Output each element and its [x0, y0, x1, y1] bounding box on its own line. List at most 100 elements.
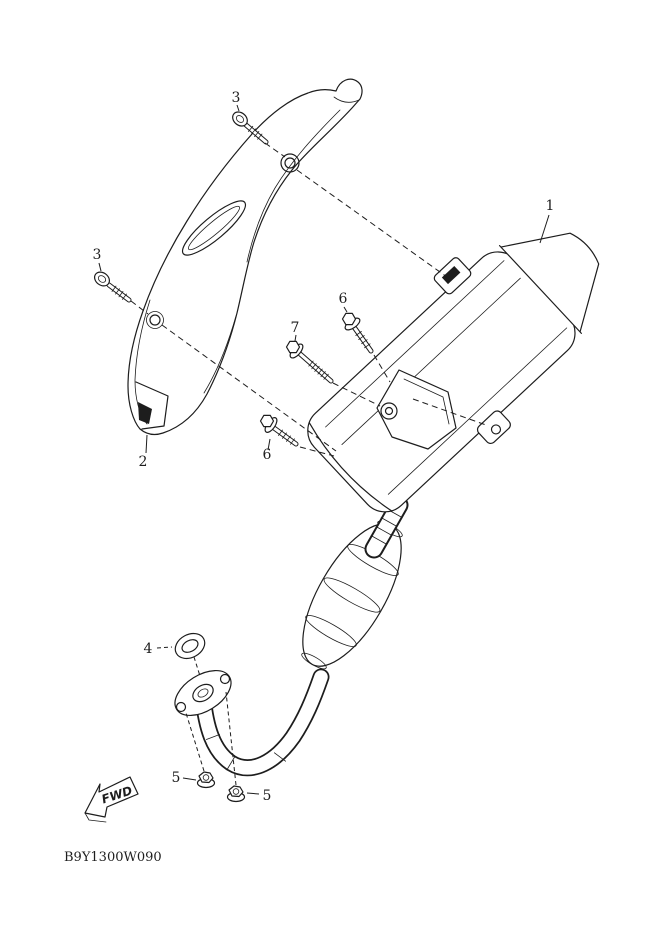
guide-bolt7-to-pivot: [332, 382, 381, 407]
callout-label-3-top[interactable]: 3: [232, 90, 241, 106]
muffler-endcap-seam: [308, 422, 392, 512]
guide-shield-to-muffler-bracket: [296, 169, 448, 278]
gasket-inner-ring: [181, 639, 199, 653]
catalytic-ring-lower: [305, 615, 357, 647]
callout-label-6-upper[interactable]: 6: [339, 291, 348, 307]
protector-tab-fold-line: [333, 96, 360, 103]
bolt-shaft-fill: [352, 325, 373, 353]
leader-part-6-lower: [267, 438, 271, 451]
guide-nut-right-to-stud: [225, 691, 237, 786]
protector-slot-hole: [181, 200, 247, 256]
bolt-hex-head: [285, 340, 301, 354]
fwd-arrow: FWD: [84, 776, 139, 823]
nut-crown: [232, 788, 240, 795]
screw-thread-lines: [111, 285, 127, 300]
protector-contour-mid: [203, 315, 237, 394]
bolt-6-upper: [341, 312, 374, 354]
protector-outline: [127, 78, 363, 435]
guide-screw3-top-to-hole: [264, 142, 286, 158]
leader-part-6-upper: [343, 306, 348, 313]
bolt-thread-lines: [355, 331, 371, 349]
protector-bottom-vent: [138, 402, 152, 424]
callout-label-7[interactable]: 7: [291, 320, 300, 336]
callout-leader-lines: [98, 104, 550, 795]
nut-5-left: [196, 771, 216, 789]
protector-contour-upper: [246, 109, 341, 263]
screw-head-drive: [97, 275, 107, 283]
callout-label-4[interactable]: 4: [144, 641, 153, 657]
leader-part-3-top: [236, 104, 240, 112]
protector-side-boss: [146, 311, 164, 329]
fwd-arrow-base-edge: [84, 812, 107, 823]
catalytic-ring-center: [323, 577, 381, 613]
protector-top-screw-hole: [284, 157, 296, 169]
catalytic-end-seam-lower: [301, 652, 327, 670]
fwd-arrow-shape: [84, 776, 139, 818]
muffler-top-bracket-slot: [441, 265, 461, 285]
bolt-7: [285, 340, 334, 384]
screw-head-drive: [235, 115, 245, 123]
muffler-protector-part-2: [127, 78, 363, 435]
screw-3-top: [232, 111, 269, 145]
callout-label-6-lower[interactable]: 6: [263, 447, 272, 463]
protector-bottom-flap: [135, 381, 169, 430]
nut-5-right: [226, 785, 246, 803]
nut-hex-body: [198, 771, 214, 784]
guide-screw3-left-to-hole: [130, 300, 149, 315]
protector-side-screw-hole: [149, 314, 161, 326]
stay-bracket-plate: [376, 369, 457, 450]
screw-thread-lines: [248, 125, 263, 140]
diagram-code: B9Y1300W090: [64, 850, 162, 865]
screw-head: [232, 111, 248, 127]
bolt-6-lower: [259, 414, 299, 447]
flange-port-inner: [197, 688, 209, 698]
callout-label-5-right[interactable]: 5: [263, 788, 272, 804]
nut-crown: [202, 774, 210, 781]
callout-label-5-left[interactable]: 5: [172, 770, 181, 786]
leader-part-5-left: [182, 777, 197, 781]
muffler-cone-base-seam: [498, 244, 583, 334]
screw-head: [94, 271, 110, 287]
callout-label-1[interactable]: 1: [546, 198, 555, 214]
bellows-fill: [366, 497, 407, 557]
guide-bracket-to-muffler-tab: [412, 398, 487, 426]
leader-part-1: [539, 214, 550, 244]
leader-part-7: [294, 334, 297, 342]
guide-bolt6-lower-to-tab: [299, 446, 335, 457]
screw-3-left: [94, 271, 132, 303]
screw-shaft-fill: [244, 123, 268, 144]
flange-stud-hole-upper: [219, 673, 231, 685]
gasket-part-4: [174, 632, 206, 660]
callout-label-2[interactable]: 2: [139, 454, 148, 470]
muffler-stay-bracket: [376, 369, 457, 450]
guide-bolt6-upper-to-bracket: [373, 354, 391, 383]
flange-stud-hole-lower: [175, 701, 187, 713]
bolt-hex-head: [259, 414, 275, 428]
leader-part-3-left: [98, 262, 102, 272]
catalytic-body: [302, 523, 402, 667]
bolt-hex-head: [341, 312, 357, 326]
stay-bracket-edge-lines: [403, 378, 450, 425]
nut-hex-body: [228, 785, 244, 798]
callout-label-3-left[interactable]: 3: [93, 247, 102, 263]
guide-label4-to-gasket: [156, 646, 173, 649]
protector-slot-inner: [188, 205, 240, 251]
assembly-guide-lines: [130, 142, 487, 786]
screw-shaft-fill: [107, 283, 131, 302]
leader-part-5-right: [246, 792, 260, 795]
muffler-part-1: [307, 232, 600, 513]
pivot-bushing-inner: [384, 406, 394, 416]
guide-nut-left-to-stud: [185, 712, 205, 772]
bellows-rings: [370, 508, 403, 545]
muffler-bottom-tab-hole: [490, 424, 502, 435]
header-pipe-weld-seams: [206, 734, 286, 770]
guide-gasket-to-flange: [193, 656, 201, 677]
muffler-surface-lines: [325, 260, 568, 495]
header-pipe-fill: [196, 670, 328, 775]
flange-port-opening: [192, 683, 214, 703]
guide-shield-to-pipe-tab: [161, 324, 337, 452]
bolt-shaft-fill: [297, 351, 333, 383]
protector-top-boss: [280, 153, 300, 173]
